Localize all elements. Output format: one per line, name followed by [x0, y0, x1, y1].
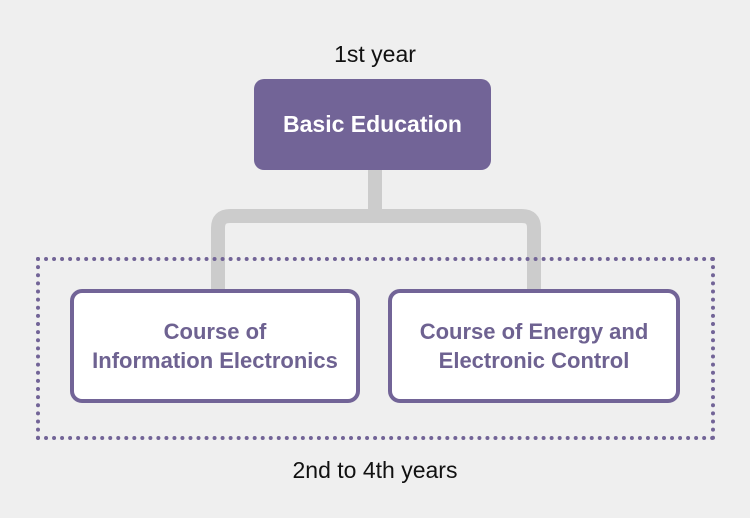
basic-education-node: Basic Education [254, 79, 491, 170]
course-title-line: Electronic Control [438, 348, 630, 373]
course-title-line: Information Electronics [92, 348, 338, 373]
bottom-caption: 2nd to 4th years [292, 457, 458, 483]
course-title-line: Course of [163, 319, 267, 344]
course-information-electronics-node: Course of Information Electronics [70, 289, 360, 403]
top-caption: 1st year [334, 41, 416, 67]
course-energy-electronic-control-node: Course of Energy and Electronic Control [388, 289, 680, 403]
course-title-line: Course of Energy and [419, 319, 649, 344]
courses-group-frame [36, 257, 715, 440]
